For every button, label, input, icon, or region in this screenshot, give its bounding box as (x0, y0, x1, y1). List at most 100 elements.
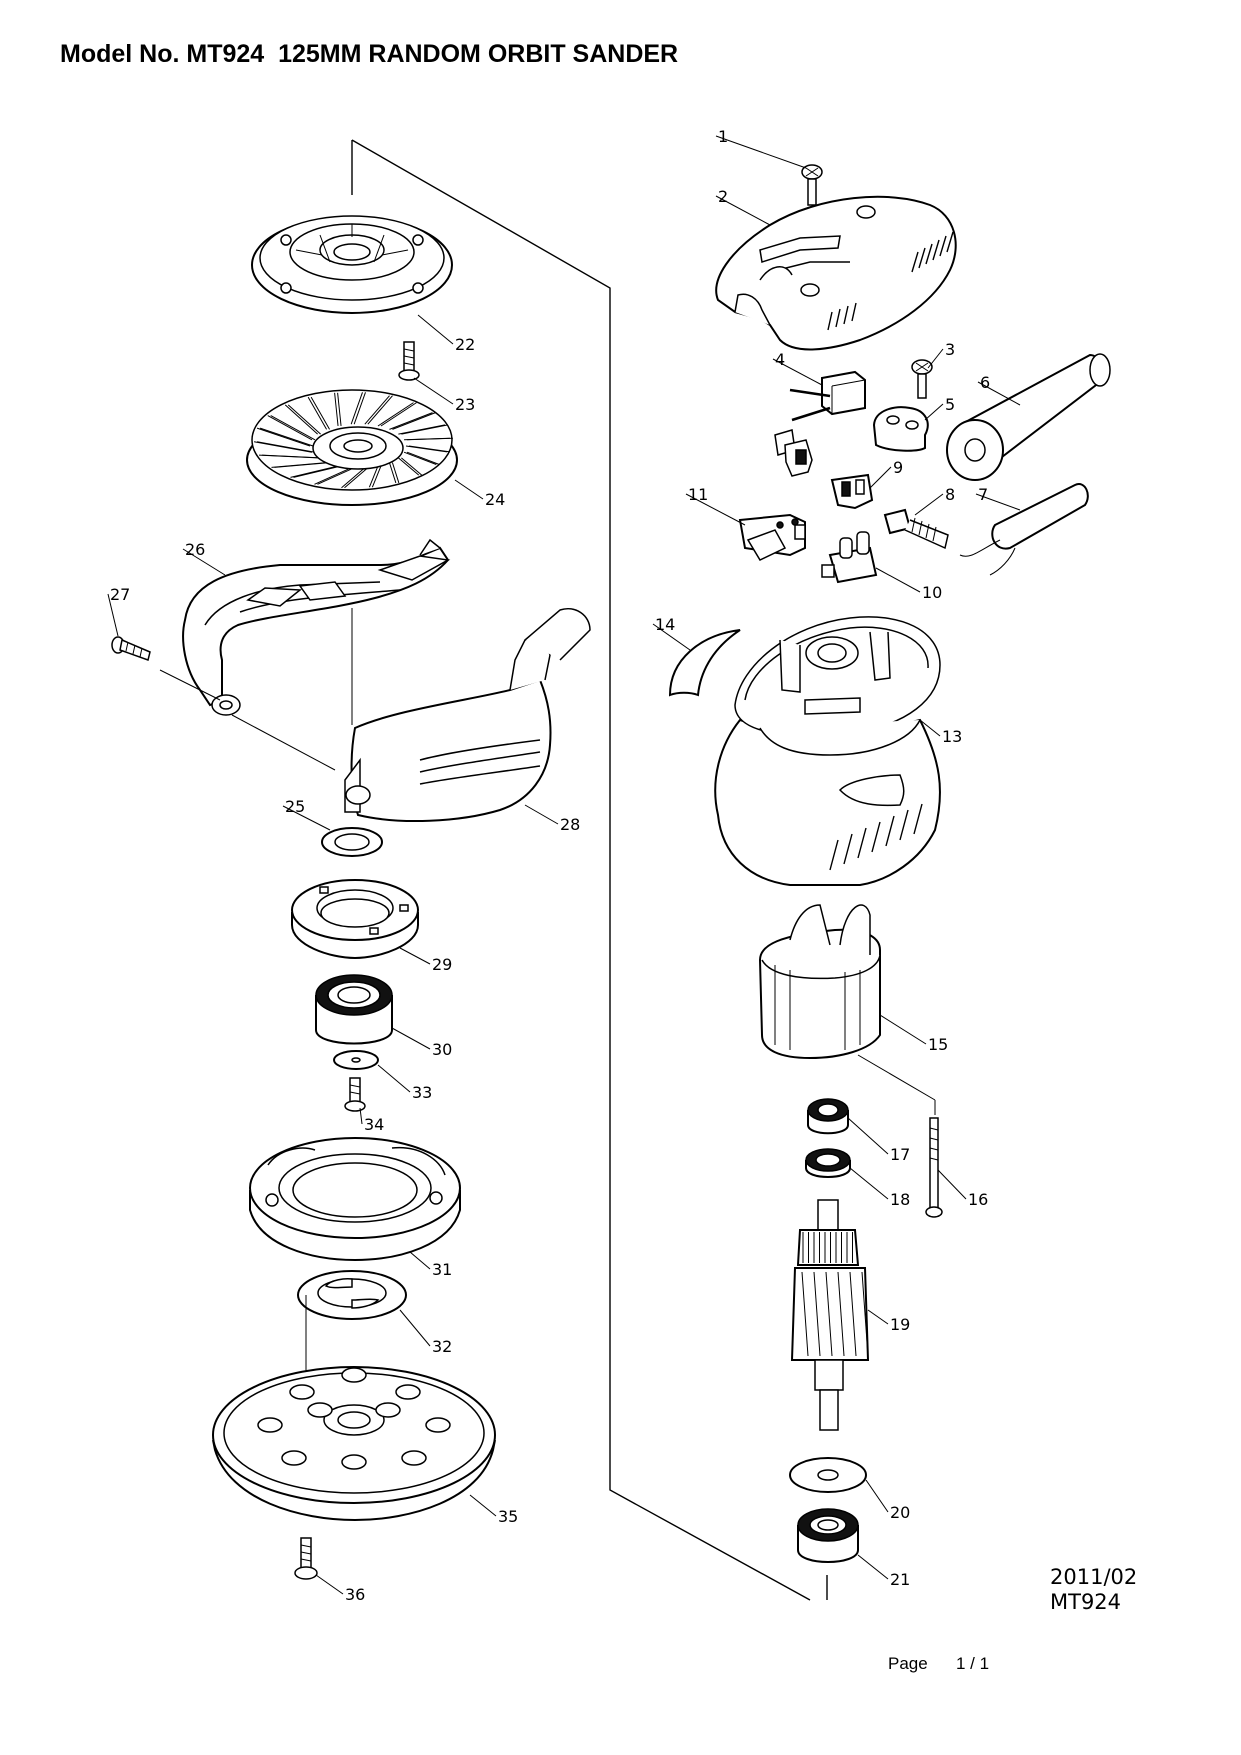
part-number-31: 31 (432, 1260, 452, 1279)
part-25-washer (321, 827, 383, 857)
part-29-bearing-retainer (291, 879, 419, 960)
part-20-baffle-ring (789, 1457, 867, 1493)
part-33-washer (333, 1050, 379, 1070)
part-8-carbon-brush (883, 508, 949, 550)
leader-line-7 (975, 493, 1021, 511)
part-5-strain-relief (872, 406, 929, 452)
leader-line-31 (409, 1251, 431, 1270)
part-23-screw (398, 341, 420, 381)
leader-line-11 (685, 493, 746, 526)
part-number-9: 9 (893, 458, 903, 477)
leader-line-26 (182, 548, 226, 576)
part-35-sanding-pad (212, 1366, 496, 1522)
part-number-22: 22 (455, 335, 475, 354)
part-number-1: 1 (718, 127, 728, 146)
part-number-34: 34 (364, 1115, 384, 1134)
part-34-screw (344, 1077, 366, 1112)
part-26-baffle (182, 538, 451, 716)
leader-line-16 (937, 1169, 967, 1200)
part-number-27: 27 (110, 585, 130, 604)
leader-line-5 (924, 403, 944, 421)
part-number-29: 29 (432, 955, 452, 974)
part-32-pad-retainer (297, 1270, 407, 1405)
part-36-screw (294, 1537, 318, 1580)
leader-line-9 (869, 466, 892, 489)
leader-line-15 (879, 1014, 927, 1045)
leader-line-28 (524, 804, 559, 825)
part-number-19: 19 (890, 1315, 910, 1334)
leader-line-8 (914, 493, 944, 516)
part-6-cord-guard (946, 353, 1111, 481)
leader-line-14 (652, 623, 691, 651)
part-number-32: 32 (432, 1337, 452, 1356)
leader-line-20 (865, 1479, 889, 1513)
leader-line-19 (867, 1309, 889, 1325)
part-number-36: 36 (345, 1585, 365, 1604)
part-number-20: 20 (890, 1503, 910, 1522)
part-2-rear-cover (715, 195, 957, 351)
leader-line-17 (847, 1117, 889, 1155)
part-number-15: 15 (928, 1035, 948, 1054)
leader-line-10 (875, 567, 921, 593)
part-7-cord (959, 483, 1089, 576)
revision-date: 2011/02 (1050, 1565, 1138, 1589)
part-31-pad-plate (249, 1137, 461, 1262)
part-9-brush-holder (830, 473, 874, 510)
part-number-2: 2 (718, 187, 728, 206)
part-22-bearing-housing (251, 215, 453, 314)
part-13-motor-housing (714, 616, 941, 886)
leader-line-23 (413, 377, 454, 405)
part-15-field (758, 904, 936, 1115)
part-number-35: 35 (498, 1507, 518, 1526)
part-number-24: 24 (485, 490, 505, 509)
part-number-13: 13 (942, 727, 962, 746)
leader-lines (107, 135, 1021, 1595)
part-21-ball-bearing (797, 1508, 859, 1563)
leader-line-6 (977, 381, 1021, 406)
page-number: 1 / 1 (956, 1654, 990, 1673)
part-number-6: 6 (980, 373, 990, 392)
part-17-ball-bearing (807, 1098, 849, 1135)
part-number-14: 14 (655, 615, 675, 634)
leader-line-29 (399, 947, 431, 965)
part-number-labels: 1234567891011131415161718192021222324252… (110, 127, 990, 1604)
leader-line-24 (454, 479, 484, 500)
leader-line-3 (927, 348, 944, 369)
revision-stamp: 2011/02 MT924 (1050, 1565, 1137, 1615)
part-number-33: 33 (412, 1083, 432, 1102)
leader-line-22 (417, 314, 454, 345)
part-28-dust-shroud (344, 608, 591, 822)
part-number-5: 5 (945, 395, 955, 414)
part-19-armature (790, 1199, 870, 1431)
assembly-boundary (351, 139, 828, 1601)
part-11-switch (738, 513, 806, 561)
leader-line-35 (469, 1494, 497, 1517)
leader-line-21 (857, 1554, 889, 1580)
part-number-8: 8 (945, 485, 955, 504)
part-14-name-plate (668, 629, 741, 697)
part-number-21: 21 (890, 1570, 910, 1589)
part-number-3: 3 (945, 340, 955, 359)
part-30-ball-bearing (315, 974, 393, 1045)
leader-line-33 (377, 1064, 411, 1093)
revision-model: MT924 (1050, 1590, 1122, 1614)
leader-line-30 (391, 1027, 431, 1050)
leader-line-25 (282, 805, 331, 831)
part-number-18: 18 (890, 1190, 910, 1209)
part-number-10: 10 (922, 583, 942, 602)
part-number-28: 28 (560, 815, 580, 834)
part-number-4: 4 (775, 350, 785, 369)
part-number-11: 11 (688, 485, 708, 504)
leader-line-27 (107, 593, 119, 637)
part-number-23: 23 (455, 395, 475, 414)
leader-line-32 (399, 1309, 431, 1347)
leader-line-34 (359, 1107, 363, 1125)
part-4-noise-suppressor (774, 370, 866, 477)
leader-line-1 (715, 135, 807, 169)
part-18-rubber-ring (805, 1148, 851, 1178)
part-number-26: 26 (185, 540, 205, 559)
part-number-30: 30 (432, 1040, 452, 1059)
part-number-17: 17 (890, 1145, 910, 1164)
page-label: Page (888, 1654, 928, 1673)
